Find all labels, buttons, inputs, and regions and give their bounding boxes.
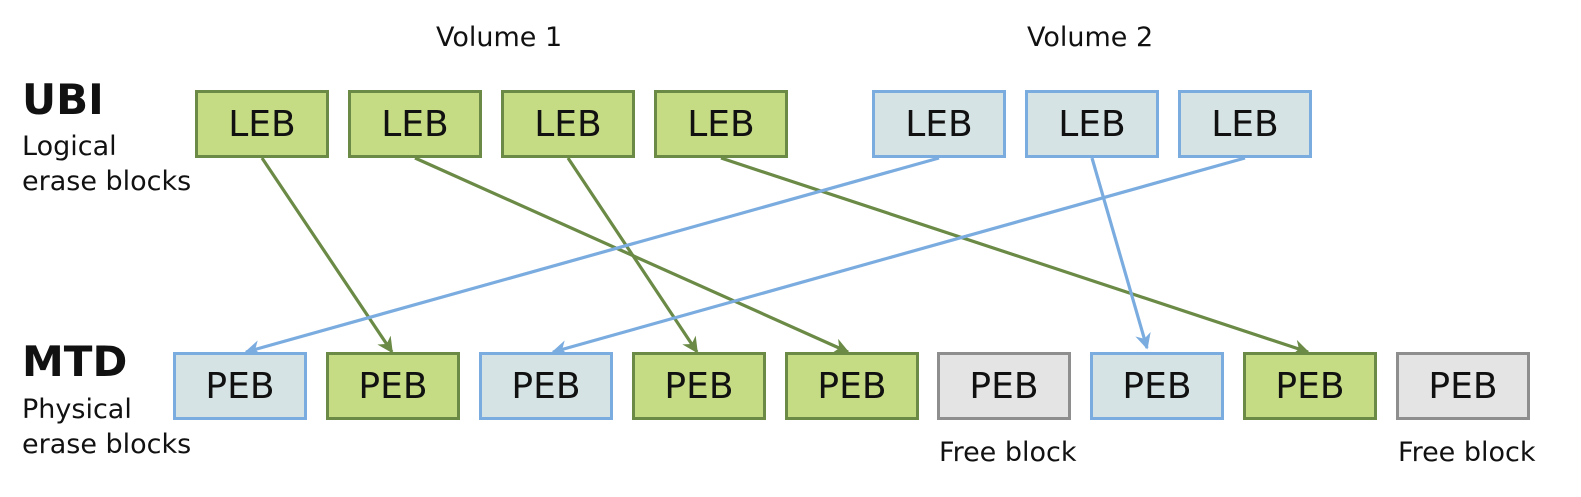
leb-block: LEB (872, 90, 1006, 158)
peb-block-free: PEB (1396, 352, 1530, 420)
mtd-subtitle-line2: erase blocks (22, 429, 192, 460)
peb-block: PEB (632, 352, 766, 420)
ubi-subtitle-line1: Logical (22, 131, 117, 162)
leb-block: LEB (1178, 90, 1312, 158)
leb-to-peb-arrow (551, 156, 1246, 356)
leb-to-peb-arrow (244, 156, 940, 356)
leb-block: LEB (1025, 90, 1159, 158)
peb-block-free: PEB (937, 352, 1071, 420)
peb-block: PEB (173, 352, 307, 420)
leb-to-peb-arrow (566, 157, 699, 354)
leb-block: LEB (195, 90, 329, 158)
ubi-subtitle-line2: erase blocks (22, 166, 192, 197)
free-block-label: Free block (939, 437, 1077, 468)
peb-block: PEB (1243, 352, 1377, 420)
peb-block: PEB (785, 352, 919, 420)
mtd-subtitle-line1: Physical (22, 394, 132, 425)
leb-block: LEB (654, 90, 788, 158)
leb-to-peb-arrow (720, 156, 1310, 356)
mtd-title: MTD (22, 337, 128, 386)
free-block-label: Free block (1398, 437, 1536, 468)
leb-block: LEB (501, 90, 635, 158)
peb-block: PEB (479, 352, 613, 420)
volume-1-label: Volume 1 (436, 22, 563, 53)
peb-block: PEB (1090, 352, 1224, 420)
leb-to-peb-arrow (260, 157, 394, 354)
leb-to-peb-arrow (1090, 157, 1151, 350)
peb-block: PEB (326, 352, 460, 420)
volume-2-label: Volume 2 (1027, 22, 1154, 53)
ubi-title: UBI (22, 75, 104, 124)
leb-block: LEB (348, 90, 482, 158)
